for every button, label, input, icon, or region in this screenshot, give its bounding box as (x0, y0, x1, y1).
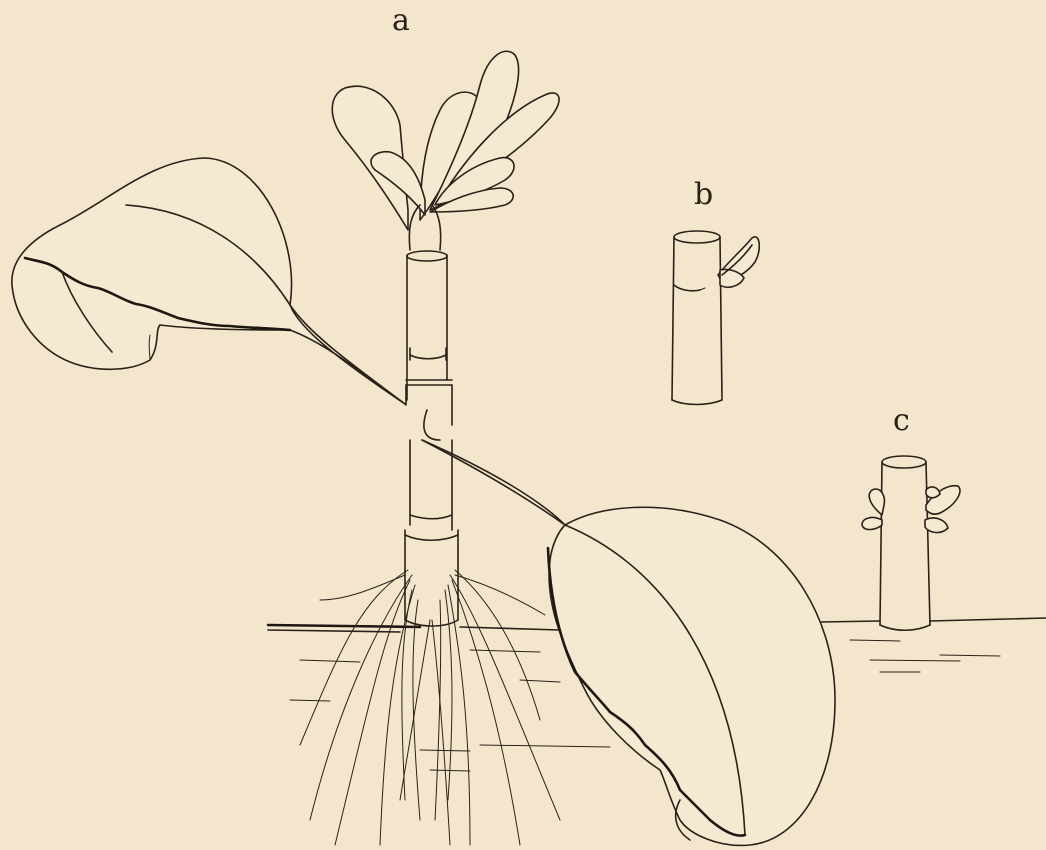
panel-label-c: c (893, 406, 910, 436)
specimen-b (672, 231, 759, 405)
specimen-c-left-bud (862, 489, 884, 530)
specimen-c (862, 456, 960, 630)
panel-label-b: b (694, 180, 713, 210)
roots (300, 570, 560, 845)
stem (405, 251, 458, 626)
right-large-leaf (422, 440, 835, 845)
top-rosette (332, 51, 559, 250)
specimen-c-right-bud (925, 486, 960, 533)
specimen-b-bud (718, 237, 759, 287)
specimen-a (12, 51, 835, 845)
left-large-leaf (12, 158, 405, 404)
panel-label-a: a (392, 6, 410, 36)
